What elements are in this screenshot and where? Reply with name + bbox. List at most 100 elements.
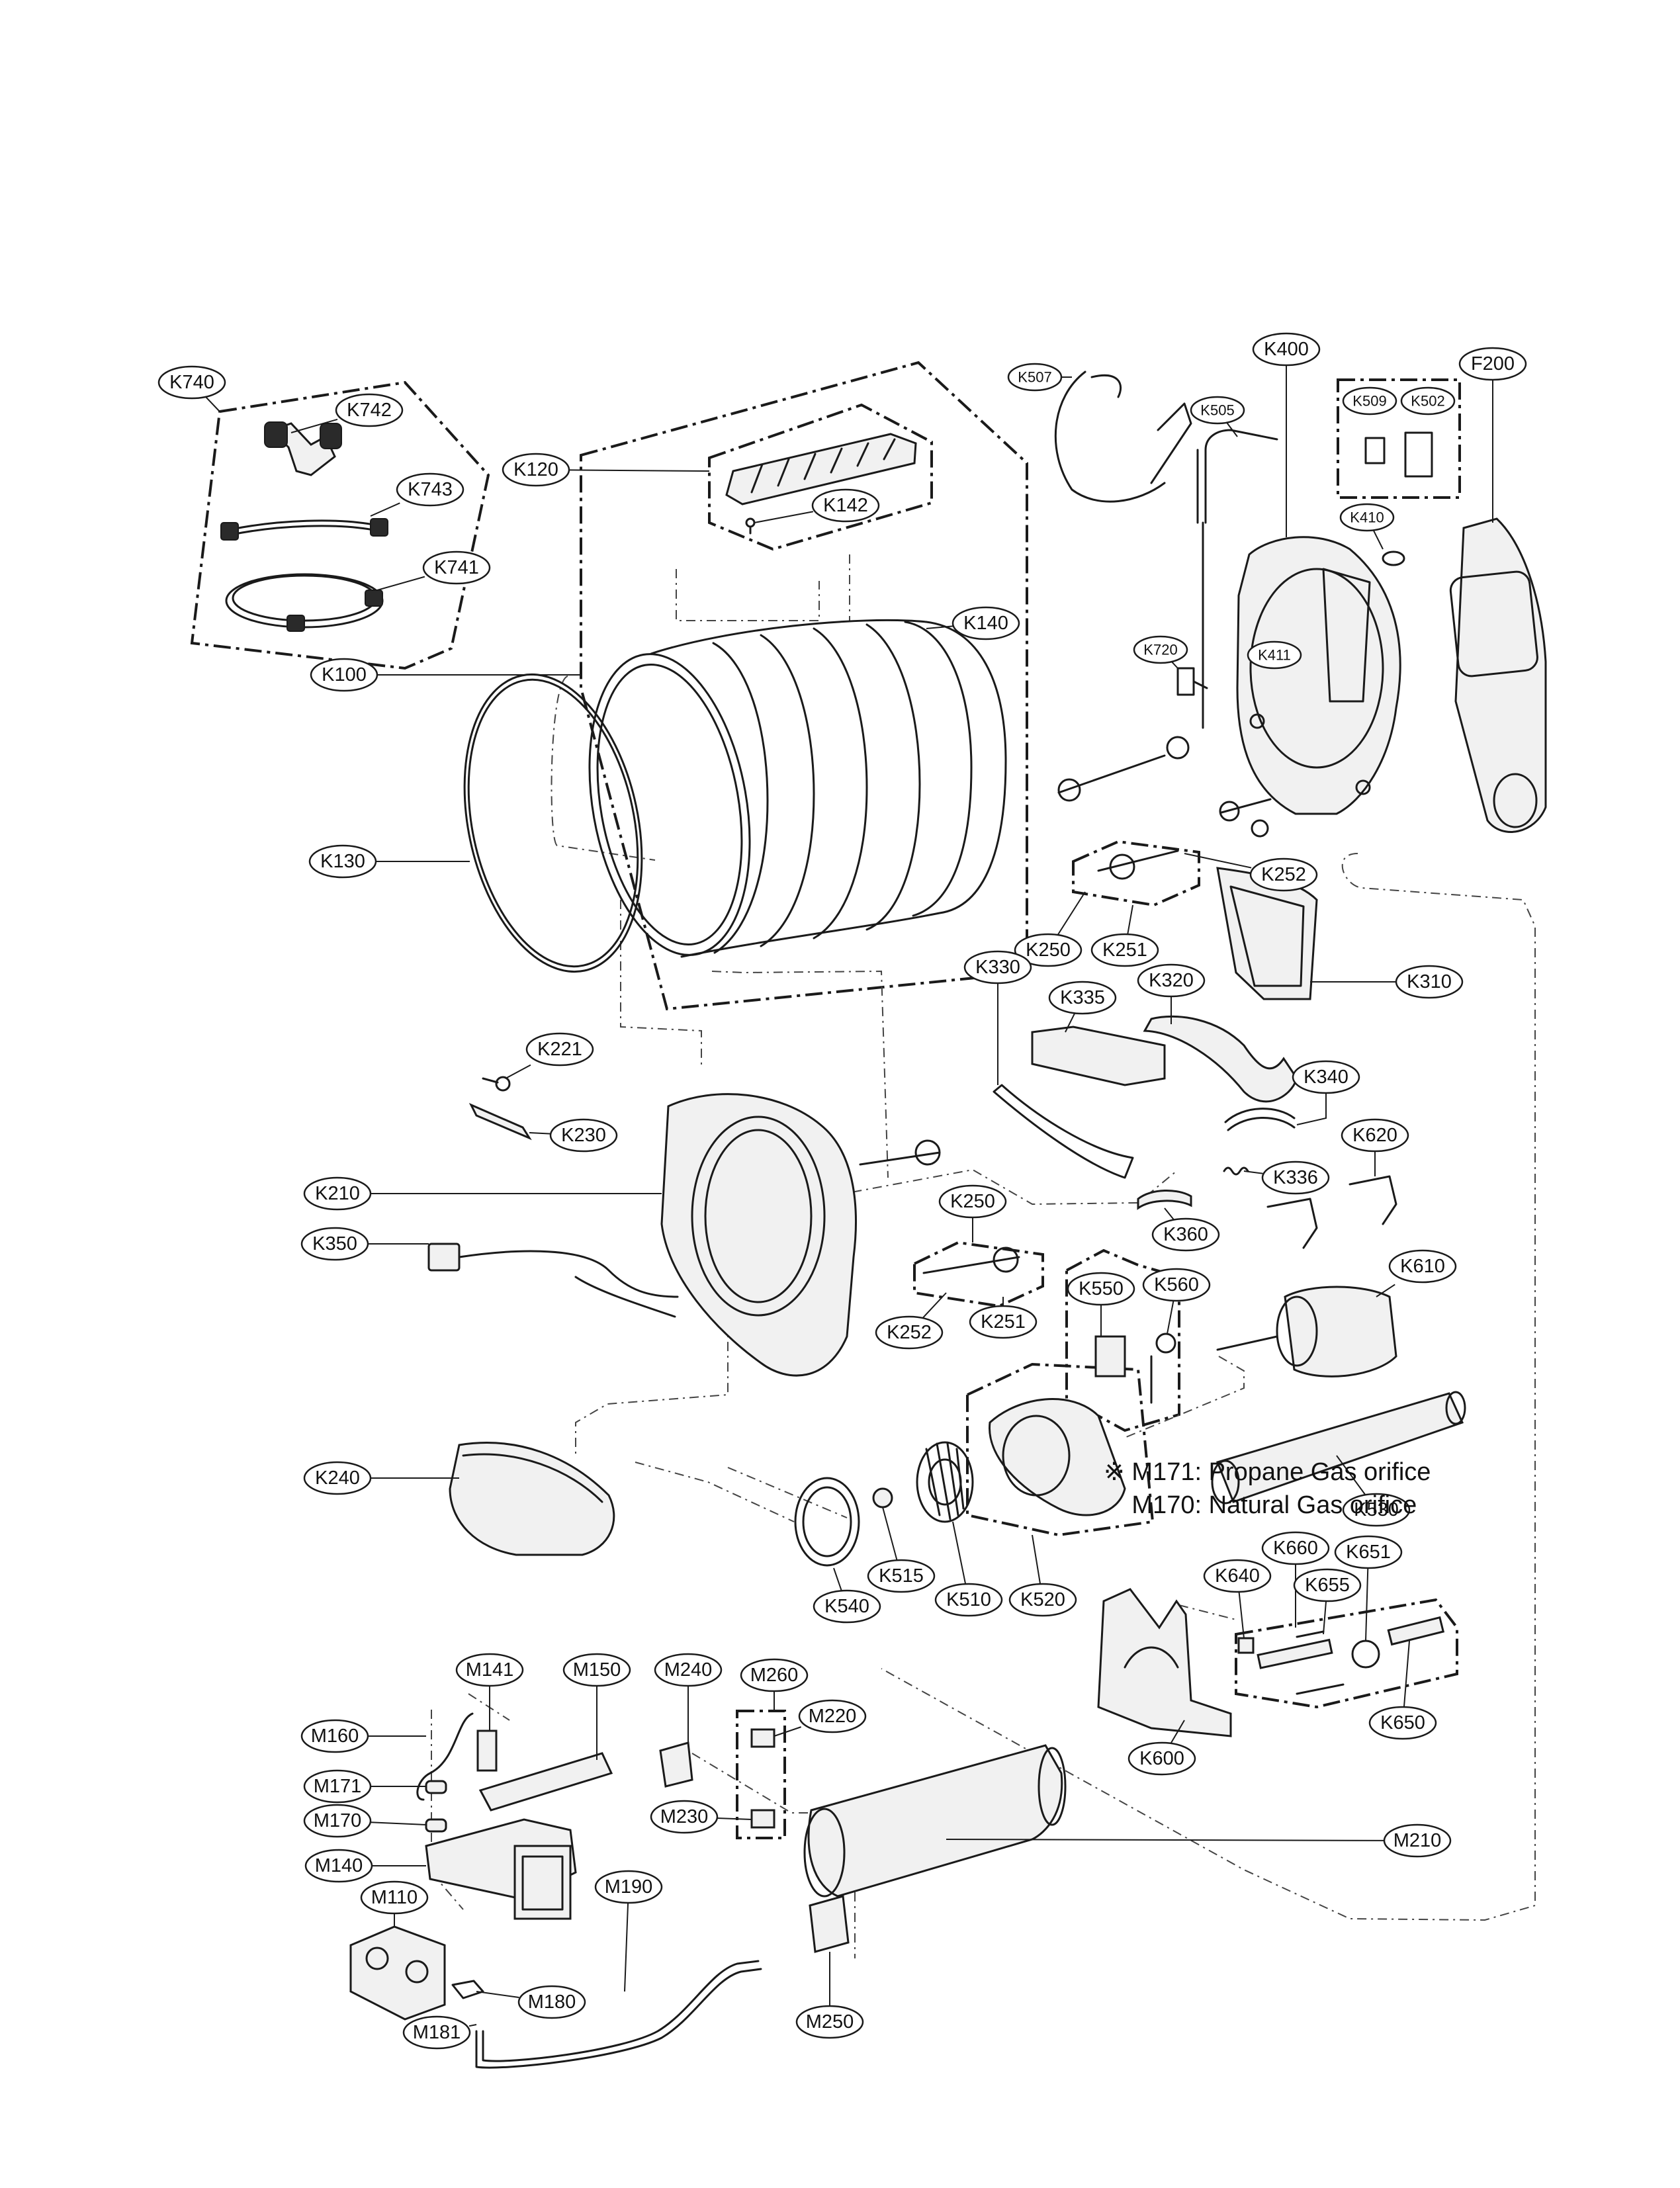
callout-ellipse [422, 550, 491, 585]
burner-tube-part [478, 1752, 613, 1812]
igniter-and-orifice-parts [416, 1712, 498, 1833]
roller-assemblies [859, 736, 1272, 1274]
callout-ellipse [1400, 386, 1456, 416]
callout-k320: K320 [1137, 963, 1206, 998]
gas-valve-coil-parts [750, 1728, 775, 1829]
callout-m250: M250 [795, 2005, 864, 2039]
callout-ellipse [934, 1583, 1003, 1617]
callout-label: K515 [879, 1565, 924, 1587]
leader-k510 [952, 1521, 967, 1585]
callout-ellipse [549, 1118, 618, 1153]
gas-pipe-part [475, 1968, 762, 2069]
motor-mount-part [1097, 1588, 1232, 1737]
callout-label: K350 [312, 1233, 357, 1254]
callout-label: K505 [1200, 402, 1234, 419]
callout-k540: K540 [813, 1589, 881, 1624]
note-propane-text: M171: Propane Gas orifice [1131, 1458, 1431, 1486]
exhaust-duct-part [1211, 1391, 1466, 1505]
callout-m170: M170 [303, 1804, 372, 1838]
leader-k610 [1376, 1284, 1395, 1297]
callout-ellipse [335, 393, 404, 427]
callout-ellipse [396, 472, 464, 507]
callout-k336: K336 [1261, 1160, 1330, 1195]
callout-ellipse [1383, 1823, 1452, 1858]
leader-m170 [370, 1821, 427, 1825]
callout-ellipse [1142, 1268, 1211, 1302]
callout-label: M250 [806, 2011, 854, 2033]
coiled-hose-part [225, 573, 384, 632]
callout-label: K252 [1261, 864, 1306, 885]
screw-part [745, 517, 756, 535]
callout-ellipse [1203, 1559, 1272, 1593]
callout-ellipse [303, 1804, 372, 1838]
chamber-bracket-part [809, 1895, 850, 1953]
note-symbol: ※ [1104, 1458, 1125, 1486]
callout-ellipse [594, 1870, 663, 1904]
callout-label: K240 [315, 1467, 360, 1489]
group-box-k509-k502 [1337, 378, 1461, 499]
callout-ellipse [740, 1658, 809, 1692]
callout-k360: K360 [1151, 1217, 1220, 1252]
blower-seal-parts [794, 1477, 893, 1567]
group-box-k520 [966, 1362, 1155, 1537]
callout-k600: K600 [1127, 1741, 1196, 1776]
callout-label: M240 [664, 1659, 713, 1681]
callout-f200: F200 [1458, 347, 1527, 381]
leader-k655 [1323, 1600, 1327, 1635]
leader-k120 [568, 469, 710, 472]
spring-part [1223, 1166, 1249, 1176]
callout-label: K250 [1026, 940, 1071, 961]
callout-k743: K743 [396, 472, 464, 507]
callout-k335: K335 [1048, 981, 1117, 1015]
callout-m171: M171 [303, 1769, 372, 1804]
callout-label: M180 [528, 1991, 576, 2013]
wire-harness-part [1054, 371, 1192, 503]
callout-k505: K505 [1190, 396, 1245, 425]
callout-m210: M210 [1383, 1823, 1452, 1858]
callout-label: K507 [1018, 369, 1051, 386]
callout-ellipse [654, 1653, 723, 1687]
callout-label: K252 [887, 1322, 932, 1343]
callout-m240: M240 [654, 1653, 723, 1687]
group-box-k250-top [1072, 840, 1200, 907]
callout-label: M110 [371, 1887, 418, 1908]
leader-k505 [1225, 420, 1238, 437]
callout-label: M160 [311, 1726, 359, 1747]
pipe-fitting-part [451, 1980, 484, 1999]
callout-k509: K509 [1342, 386, 1397, 416]
callout-k252: K252 [875, 1315, 944, 1350]
blower-housing-part [989, 1398, 1126, 1516]
filter-duct-part [1143, 1015, 1298, 1103]
motor-clip-parts [1266, 1175, 1397, 1249]
callout-label: M181 [413, 2022, 461, 2043]
callout-label: K655 [1305, 1575, 1350, 1596]
callout-ellipse [650, 1800, 719, 1834]
callout-m180: M180 [517, 1985, 586, 2019]
callout-ellipse [1334, 1535, 1403, 1569]
callout-k120: K120 [502, 453, 570, 487]
callout-label: K660 [1273, 1538, 1318, 1559]
callout-k655: K655 [1293, 1568, 1362, 1602]
control-board-parts [1364, 431, 1433, 478]
orifice-note-line-1: ※ M171: Propane Gas orifice [1104, 1456, 1431, 1489]
y-connector-part [264, 421, 342, 476]
callout-label: K640 [1215, 1565, 1260, 1587]
orifice-note: ※ M171: Propane Gas orifice ※ M170: Natu… [1104, 1456, 1431, 1522]
callout-ellipse [1067, 1272, 1135, 1306]
group-box-k740 [190, 380, 490, 670]
front-support-parts [993, 1026, 1166, 1179]
group-box-m260 [736, 1710, 786, 1839]
callout-ellipse [1388, 1249, 1457, 1284]
callout-k221: K221 [525, 1032, 594, 1067]
callout-k741: K741 [422, 550, 491, 585]
leader-k250 [1056, 891, 1086, 938]
callout-ellipse [811, 488, 880, 523]
callout-ellipse [1014, 933, 1083, 967]
callout-k560: K560 [1142, 1268, 1211, 1302]
callout-k550: K550 [1067, 1272, 1135, 1306]
part-callouts: K740K742K743K741K120K142K140K100K130K507… [157, 332, 1527, 2050]
callout-k640: K640 [1203, 1559, 1272, 1593]
group-box-k120 [708, 403, 933, 551]
callout-ellipse [1048, 981, 1117, 1015]
